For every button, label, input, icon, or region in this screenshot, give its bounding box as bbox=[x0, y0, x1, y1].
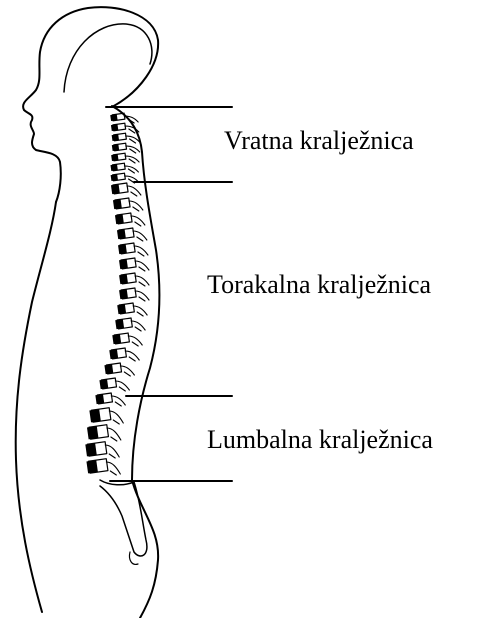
vertebra-body bbox=[95, 394, 104, 404]
spinous-process bbox=[128, 336, 142, 346]
spinous-process bbox=[135, 276, 149, 286]
vertebra-body bbox=[117, 229, 126, 239]
spinous-process bbox=[135, 261, 149, 271]
spinous-process bbox=[131, 216, 145, 226]
spinous-process bbox=[120, 366, 134, 376]
spinous-process bbox=[125, 351, 139, 361]
vertebra-body bbox=[111, 184, 120, 194]
vertebra-body bbox=[118, 244, 127, 254]
vertebra-body bbox=[115, 214, 124, 224]
spinous-process bbox=[135, 291, 149, 301]
spinous-process bbox=[126, 136, 140, 143]
vertebra-body bbox=[112, 334, 121, 344]
spinous-process bbox=[126, 146, 140, 153]
spinous-process bbox=[133, 231, 147, 241]
label-lumbar-spine: Lumbalna kralježnica bbox=[207, 427, 433, 453]
spinous-process bbox=[129, 201, 143, 211]
spinous-process bbox=[109, 411, 123, 424]
sacrum-outline bbox=[100, 480, 147, 556]
vertebral-column bbox=[85, 113, 149, 475]
coccyx-outline bbox=[129, 552, 138, 564]
vertebra-body bbox=[113, 199, 122, 209]
vertebra-body bbox=[115, 319, 124, 329]
vertebra-body bbox=[109, 349, 118, 359]
spinous-process bbox=[106, 462, 120, 475]
neck-front-outline bbox=[16, 202, 56, 612]
vertebra-body bbox=[104, 364, 113, 374]
spinous-process bbox=[127, 186, 141, 196]
spinous-process bbox=[124, 166, 138, 173]
vertebra-body bbox=[99, 379, 108, 389]
vertebra-body bbox=[119, 289, 128, 299]
spinous-process bbox=[105, 445, 119, 458]
spinous-process bbox=[134, 246, 148, 256]
spinous-process bbox=[133, 306, 147, 316]
spinous-process bbox=[115, 381, 129, 391]
spinous-process bbox=[111, 396, 125, 406]
spinous-process bbox=[125, 156, 139, 163]
label-thoracic-spine: Torakalna kralježnica bbox=[207, 272, 431, 298]
head-inner-contour bbox=[64, 24, 152, 92]
label-cervical-spine: Vratna kralježnica bbox=[224, 128, 414, 154]
spinous-process bbox=[131, 321, 145, 331]
vertebra-body bbox=[119, 274, 128, 284]
vertebra-body bbox=[119, 259, 128, 269]
vertebra-body bbox=[117, 304, 126, 314]
spinous-process bbox=[107, 428, 121, 441]
